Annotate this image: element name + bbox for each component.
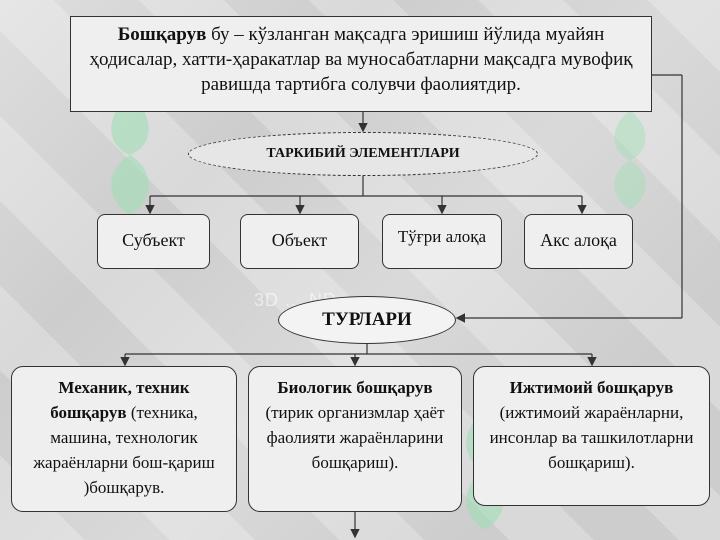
part-label: Акс алоқа xyxy=(540,230,617,250)
part-box-direct-link: Тўғри алоқа xyxy=(382,214,502,269)
part-label: Тўғри алоқа xyxy=(397,227,487,246)
type-text: (ижтимоий жараёнларни, инсонлар ва ташки… xyxy=(489,403,694,472)
type-box-social: Ижтимоий бошқарув (ижтимоий жараёнларни,… xyxy=(473,366,710,506)
types-title-ellipse: ТУРЛАРИ xyxy=(278,296,456,344)
watermark-leaf-icon xyxy=(614,110,646,210)
definition-box: Бошқарув бу – кўзланган мақсадга эришиш … xyxy=(70,16,652,112)
definition-text: бу – кўзланган мақсадга эришиш йўлида му… xyxy=(89,24,633,95)
types-title: ТУРЛАРИ xyxy=(322,309,412,330)
definition-term: Бошқарув xyxy=(117,24,207,45)
part-label: Субъект xyxy=(122,230,185,250)
part-box-feedback: Акс алоқа xyxy=(524,214,633,269)
type-title: Ижтимоий бошқарув xyxy=(509,378,674,397)
parts-title-ellipse: ТАРКИБИЙ ЭЛЕМЕНТЛАРИ xyxy=(188,132,538,176)
type-box-biological: Биологик бошқарув (тирик организмлар ҳаё… xyxy=(248,366,462,512)
watermark-leaf-icon xyxy=(111,95,149,215)
part-box-object: Объект xyxy=(240,214,359,269)
part-box-subject: Субъект xyxy=(97,214,210,269)
type-title: Биологик бошқарув xyxy=(277,378,433,397)
part-label: Объект xyxy=(271,230,328,250)
type-box-mechanical: Механик, техник бошқарув (техника, машин… xyxy=(11,366,237,512)
type-text: (тирик организмлар ҳаёт фаолияти жараёнл… xyxy=(265,403,445,472)
parts-title: ТАРКИБИЙ ЭЛЕМЕНТЛАРИ xyxy=(266,146,460,161)
type-text: (техника, машина, технологик жараёнларни… xyxy=(33,403,215,497)
type-title: Механик, техник бошқарув xyxy=(50,378,190,422)
